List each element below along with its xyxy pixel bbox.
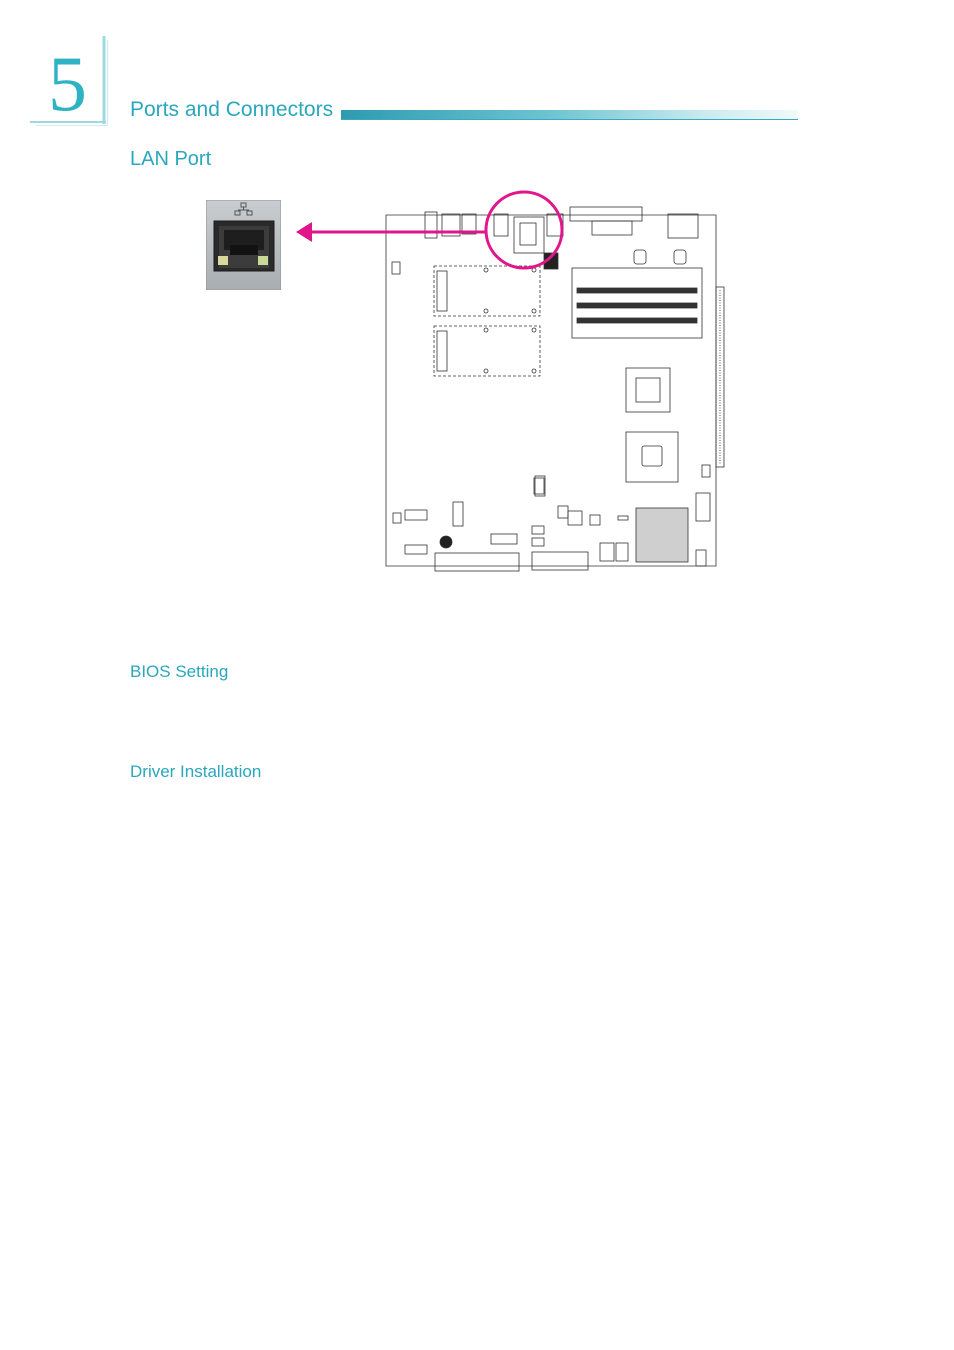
lan-port-photo [206, 200, 281, 290]
section-heading-driver-installation: Driver Installation [130, 762, 262, 781]
header-gradient-bar [341, 110, 798, 119]
chapter-number-box [30, 36, 108, 126]
network-lan-icon [234, 202, 253, 216]
chapter-title: Ports and Connectors [130, 98, 334, 121]
header-rule [341, 119, 798, 120]
chapter-number: 5 [48, 40, 87, 127]
section-heading-bios-setting: BIOS Setting [130, 662, 229, 681]
page-subtitle: LAN Port [130, 148, 212, 170]
motherboard-diagram [296, 190, 725, 572]
